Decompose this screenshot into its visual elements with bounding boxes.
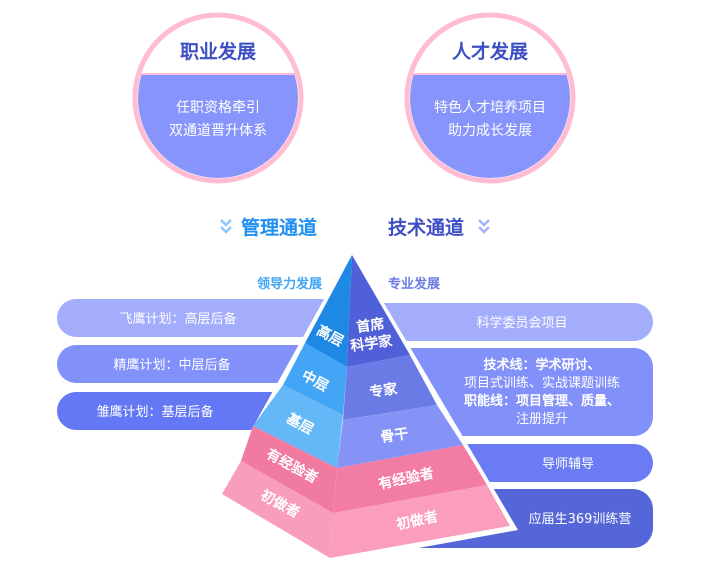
pyramid-tier (330, 485, 510, 558)
pyramid-tier (343, 355, 437, 420)
professional-label: 专业发展 (388, 276, 441, 292)
technical-channel-heading: 技术通道 (388, 216, 464, 239)
left-bar-label: 雏鹰计划：基层后备 (96, 404, 213, 420)
pyramid-tier (347, 255, 410, 367)
right-bar-label: 技术线：学术研讨、 (483, 357, 600, 373)
left-bar-label: 精鹰计划：中层后备 (113, 357, 230, 373)
pyramid: 高层 中层 基层 有经验者 初做者 首席 科学家 专家 骨干 有经验者 初做者 (214, 249, 518, 564)
pyramid-tier (305, 255, 352, 367)
circle-line: 助力成长发展 (448, 123, 532, 139)
right-bar-label: 注册提升 (516, 411, 568, 427)
pyramid-tier (283, 343, 347, 415)
circle-title: 职业发展 (180, 40, 256, 63)
right-bar-label: 科学委员会项目 (476, 315, 567, 331)
management-channel-heading: 管理通道 (241, 216, 317, 239)
chevron-down-icon (220, 219, 232, 234)
pyramid-tier (241, 426, 337, 513)
right-bar-label: 导师辅导 (542, 457, 594, 472)
tier-label: 骨干 (379, 425, 409, 446)
tier-label: 专家 (368, 380, 399, 401)
talent-development-circle: 人才发展 特色人才培养项目 助力成长发展 (404, 12, 576, 184)
pyramid-tier (337, 405, 463, 468)
pyramid-tier (333, 445, 487, 513)
chevron-down-icon (478, 219, 490, 234)
career-development-circle: 职业发展 任职资格牵引 双通道晋升体系 (132, 12, 304, 184)
right-bar-label: 应届生369训练营 (529, 511, 632, 527)
pyramid-tier (253, 385, 343, 468)
right-bar (360, 303, 653, 341)
left-bar (57, 392, 307, 430)
left-bar (57, 345, 337, 383)
circle-title: 人才发展 (452, 40, 528, 63)
circle-line: 双通道晋升体系 (169, 123, 267, 139)
right-bar-label: 职能线：项目管理、质量、 (464, 393, 620, 409)
circle-line: 任职资格牵引 (176, 100, 260, 116)
right-bar-label: 项目式训练、实战课题训练 (464, 376, 620, 391)
tier-label: 首席 (355, 315, 385, 336)
left-bar (57, 299, 357, 337)
left-bar-label: 飞鹰计划：高层后备 (119, 311, 236, 327)
leadership-label: 领导力发展 (257, 276, 323, 292)
pyramid-tier (222, 461, 333, 558)
tier-label: 科学家 (349, 332, 394, 355)
circle-line: 特色人才培养项目 (434, 99, 546, 116)
